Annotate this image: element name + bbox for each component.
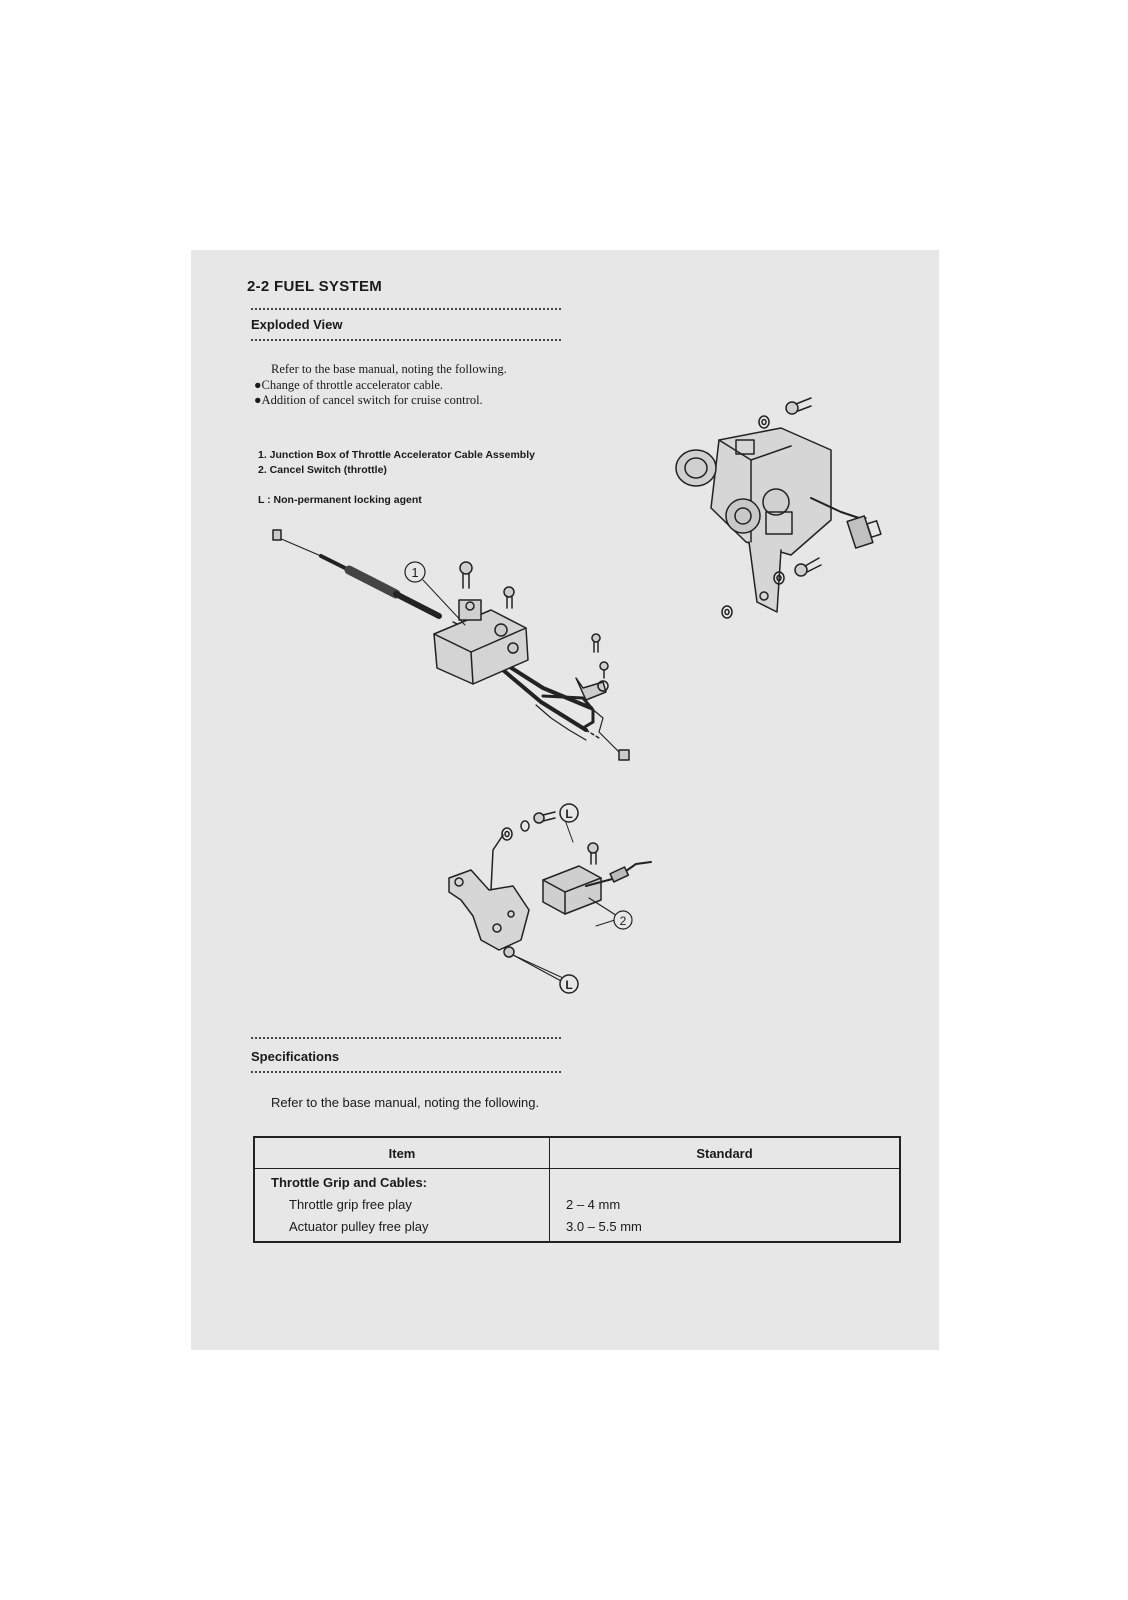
washer [773, 571, 785, 585]
spec-table: Item Standard Throttle Grip and Cables: … [253, 1136, 901, 1243]
callout-2: 2 [620, 914, 627, 928]
divider [251, 1071, 561, 1073]
locking-agent-note: L : Non-permanent locking agent [258, 494, 422, 506]
column-header-standard: Standard [549, 1137, 901, 1169]
screw [591, 633, 601, 653]
callout-locking-agent: L [565, 978, 572, 992]
washer [501, 827, 513, 841]
bullet-cancel-switch: ●Addition of cancel switch for cruise co… [254, 393, 483, 407]
screw [533, 811, 556, 824]
standard-cell: 2 – 4 mm [549, 1194, 901, 1216]
cancel-switch [542, 861, 652, 921]
group-label: Throttle Grip and Cables: [253, 1168, 550, 1194]
table-row: Throttle grip free play 2 – 4 mm [253, 1194, 901, 1216]
screw [503, 586, 515, 609]
legend-item-2: 2. Cancel Switch (throttle) [258, 464, 387, 476]
screw [459, 561, 473, 589]
screw [785, 397, 812, 415]
page-header: 2-2 FUEL SYSTEM [247, 278, 383, 295]
washer [721, 605, 733, 619]
table-header-row: Item Standard [253, 1137, 901, 1169]
item-cell: Actuator pulley free play [253, 1216, 550, 1242]
screw [599, 661, 609, 679]
actuator-assembly [675, 427, 882, 613]
exploded-view-title: Exploded View [251, 317, 343, 332]
table-row: Throttle Grip and Cables: [253, 1168, 901, 1194]
divider [251, 339, 561, 341]
callout-1: 1 [411, 565, 418, 580]
divider [251, 1037, 561, 1039]
cable-bracket [541, 677, 609, 730]
manual-page: 2-2 FUEL SYSTEM Exploded View Refer to t… [191, 250, 939, 1350]
specifications-intro: Refer to the base manual, noting the fol… [271, 1095, 540, 1110]
legend-item-1: 1. Junction Box of Throttle Accelerator … [258, 449, 535, 461]
divider [251, 308, 561, 310]
callout-locking-agent: L [565, 807, 572, 821]
exploded-view-intro: Refer to the base manual, noting the fol… [271, 362, 507, 376]
bullet-cable-change: ●Change of throttle accelerator cable. [254, 378, 444, 392]
switch-bracket [448, 834, 564, 983]
washer [520, 820, 530, 832]
screw [587, 842, 599, 865]
specifications-title: Specifications [251, 1049, 340, 1064]
item-cell: Throttle grip free play [253, 1194, 550, 1216]
exploded-view-diagram: 1 2 L L [272, 397, 882, 994]
empty-cell [549, 1168, 901, 1194]
table-row: Actuator pulley free play 3.0 – 5.5 mm [253, 1216, 901, 1242]
column-header-item: Item [253, 1137, 550, 1169]
screw [794, 557, 822, 577]
standard-cell: 3.0 – 5.5 mm [549, 1216, 901, 1242]
washer [758, 415, 770, 429]
junction-box [433, 599, 529, 685]
